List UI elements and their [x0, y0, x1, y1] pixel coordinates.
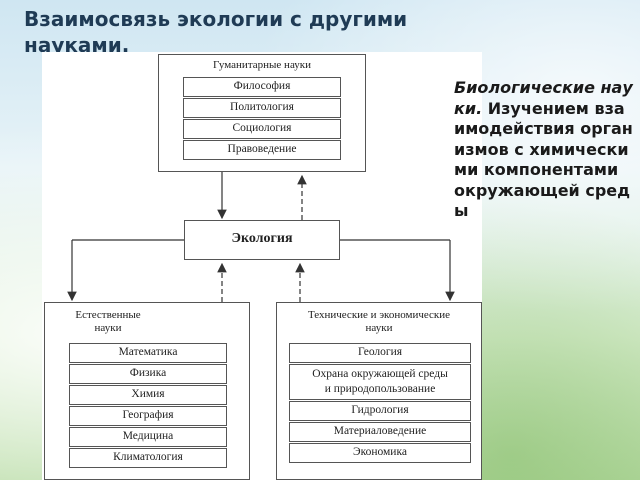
natural-item: Химия [69, 385, 227, 405]
technical-item: Геология [289, 343, 471, 363]
technical-item: Гидрология [289, 401, 471, 421]
slide-title: Взаимосвязь экологии с другими науками. [24, 7, 408, 57]
side-note: Биологические науки. Изучением взаимодей… [454, 78, 634, 222]
natural-title-line1: Естественные [75, 309, 141, 321]
natural-item: Физика [69, 364, 227, 384]
natural-item: Математика [69, 343, 227, 363]
technical-title-line2: науки [365, 322, 393, 334]
ecology-label: Экология [231, 231, 293, 246]
technical-title-line1: Технические и экономические [307, 309, 451, 321]
diagram-panel: Гуманитарные науки Философия Политология… [42, 52, 482, 480]
humanitarian-item: Философия [183, 77, 341, 97]
humanitarian-item: Правоведение [183, 140, 341, 160]
technical-title: Технические и экономические науки [281, 309, 477, 335]
technical-item-two-line: Охрана окружающей среды и природопользов… [289, 364, 471, 400]
technical-item: Экономика [289, 443, 471, 463]
natural-title-line2: науки [94, 322, 122, 334]
diagram-connectors [67, 172, 455, 302]
natural-item: Климатология [69, 448, 227, 468]
humanitarian-item: Политология [183, 98, 341, 118]
technical-item-line1: Охрана окружающей среды [312, 368, 448, 380]
humanitarian-title: Гуманитарные науки [212, 59, 311, 71]
technical-item: Материаловедение [289, 422, 471, 442]
natural-item: Медицина [69, 427, 227, 447]
humanitarian-item: Социология [183, 119, 341, 139]
ecology-box: Экология [184, 220, 340, 260]
humanitarian-sciences-box: Гуманитарные науки Философия Политология… [158, 54, 366, 172]
technical-sciences-box: Технические и экономические науки Геолог… [276, 302, 482, 480]
natural-item: География [69, 406, 227, 426]
natural-sciences-box: Естественные науки Математика Физика Хим… [44, 302, 250, 480]
side-note-text: Изучением взаимодействия организмов с хи… [454, 98, 633, 221]
technical-item-line2: и природопользование [324, 383, 436, 395]
natural-title: Естественные науки [53, 309, 163, 335]
side-note-term: Биологические науки. [454, 78, 633, 118]
